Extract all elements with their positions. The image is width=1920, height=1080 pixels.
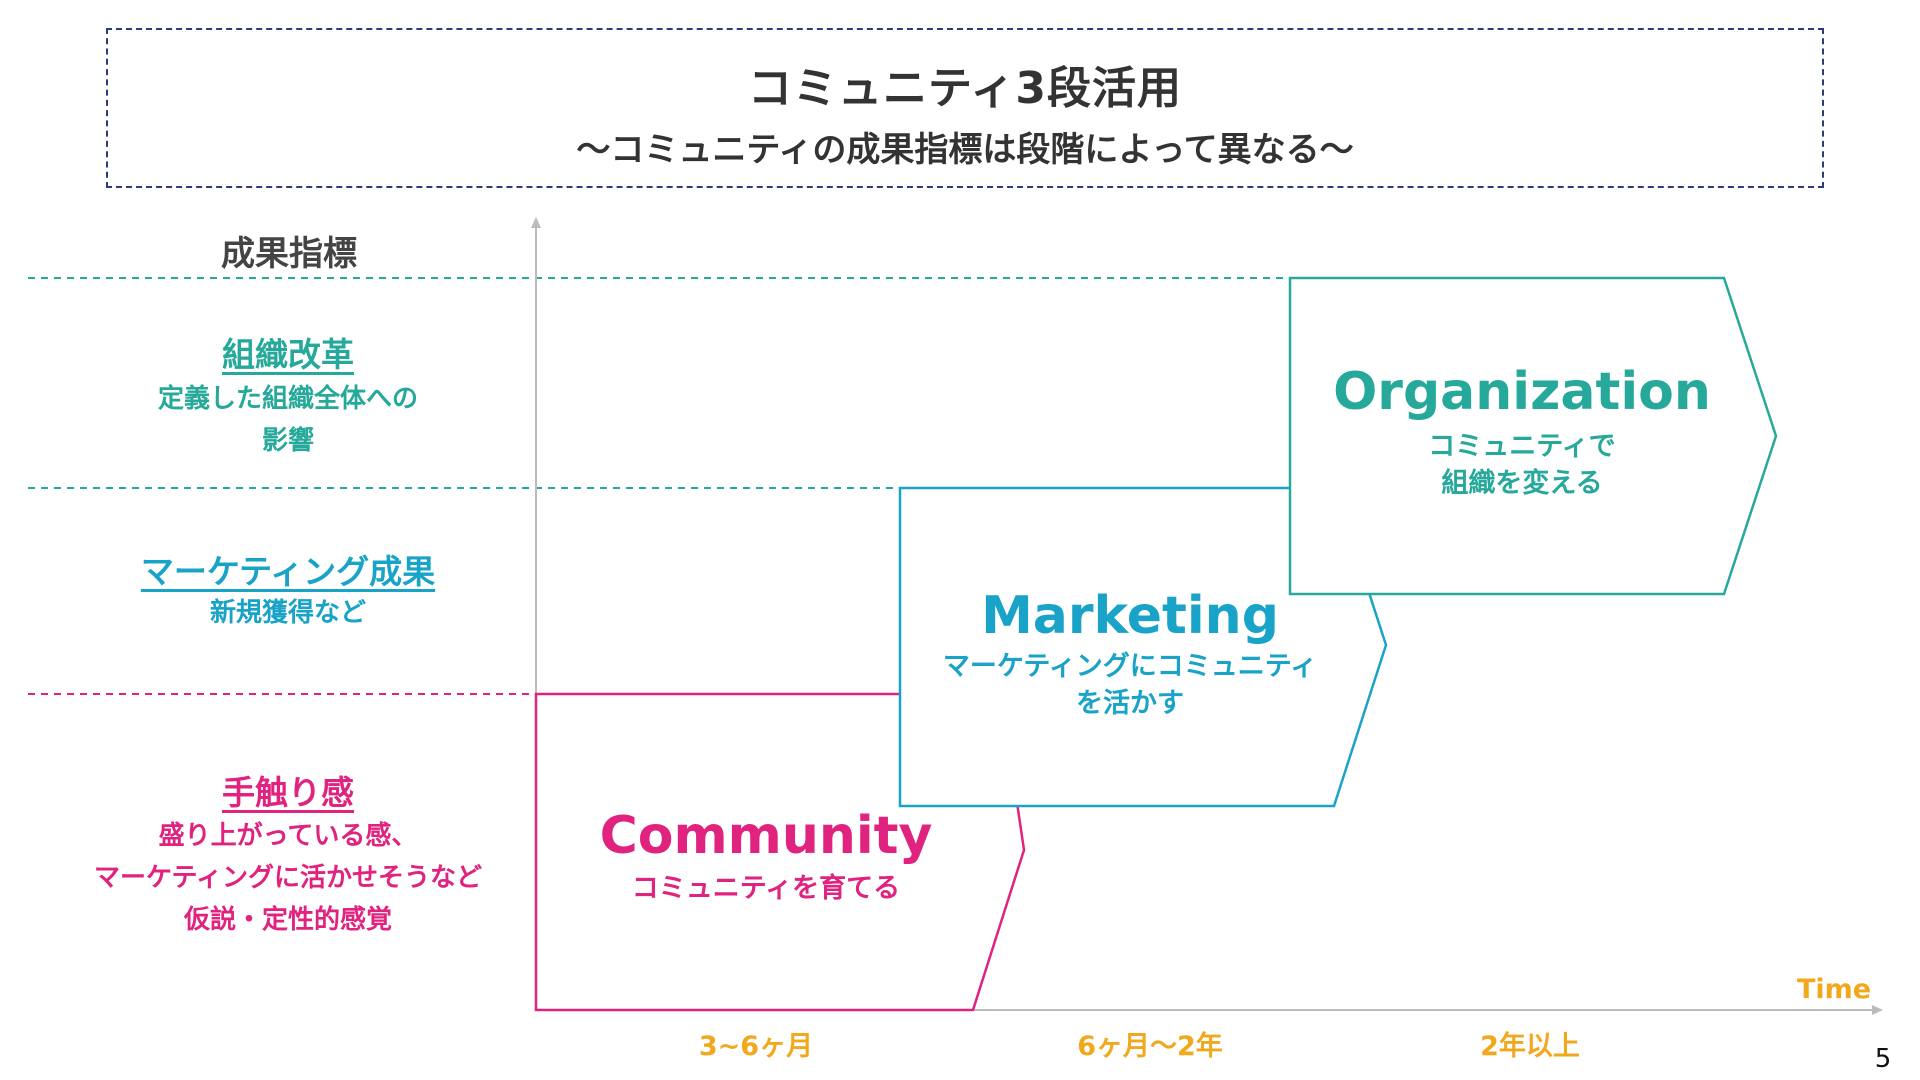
stage-desc-marketing: マーケティングにコミュニティ を活かす: [942, 651, 1318, 719]
y-axis-label: 成果指標: [221, 234, 357, 274]
stage-arrow-organization: [1288, 276, 1778, 596]
slide-subtitle: 〜コミュニティの成果指標は段階によって異なる〜: [576, 130, 1354, 170]
x-axis-label: Time: [1796, 974, 1872, 1005]
title-box: コミュニティ3段活用 〜コミュニティの成果指標は段階によって異なる〜: [106, 28, 1824, 188]
stage-name-organization: Organization: [1333, 362, 1711, 422]
stage-desc-community: コミュニティを育てる: [631, 873, 901, 904]
stage-name-marketing: Marketing: [981, 586, 1279, 646]
category-title-marketing: マーケティング成果: [140, 552, 436, 591]
page-number: 5: [1874, 1044, 1892, 1074]
y-axis-arrowhead: [531, 217, 541, 228]
stage-name-community: Community: [599, 806, 933, 866]
slide-title: コミュニティ3段活用: [748, 63, 1182, 114]
category-title-organization: 組織改革: [222, 335, 354, 374]
category-title-community: 手触り感: [222, 773, 354, 812]
category-desc-community: 盛り上がっている感、 マーケティングに活かせそうなど 仮説・定性的感覚: [94, 821, 482, 935]
x-tick-label-3: 2年以上: [1480, 1031, 1580, 1062]
x-tick-label-1: 3~6ヶ月: [698, 1031, 814, 1062]
stage-arrow-marketing: [898, 486, 1388, 808]
category-desc-marketing: 新規獲得など: [209, 598, 366, 628]
x-tick-label-2: 6ヶ月〜2年: [1077, 1031, 1223, 1062]
x-axis-arrowhead: [1872, 1005, 1883, 1015]
category-desc-organization: 定義した組織全体への 影響: [157, 384, 418, 456]
stage-desc-organization: コミュニティで 組織を変える: [1428, 431, 1616, 499]
